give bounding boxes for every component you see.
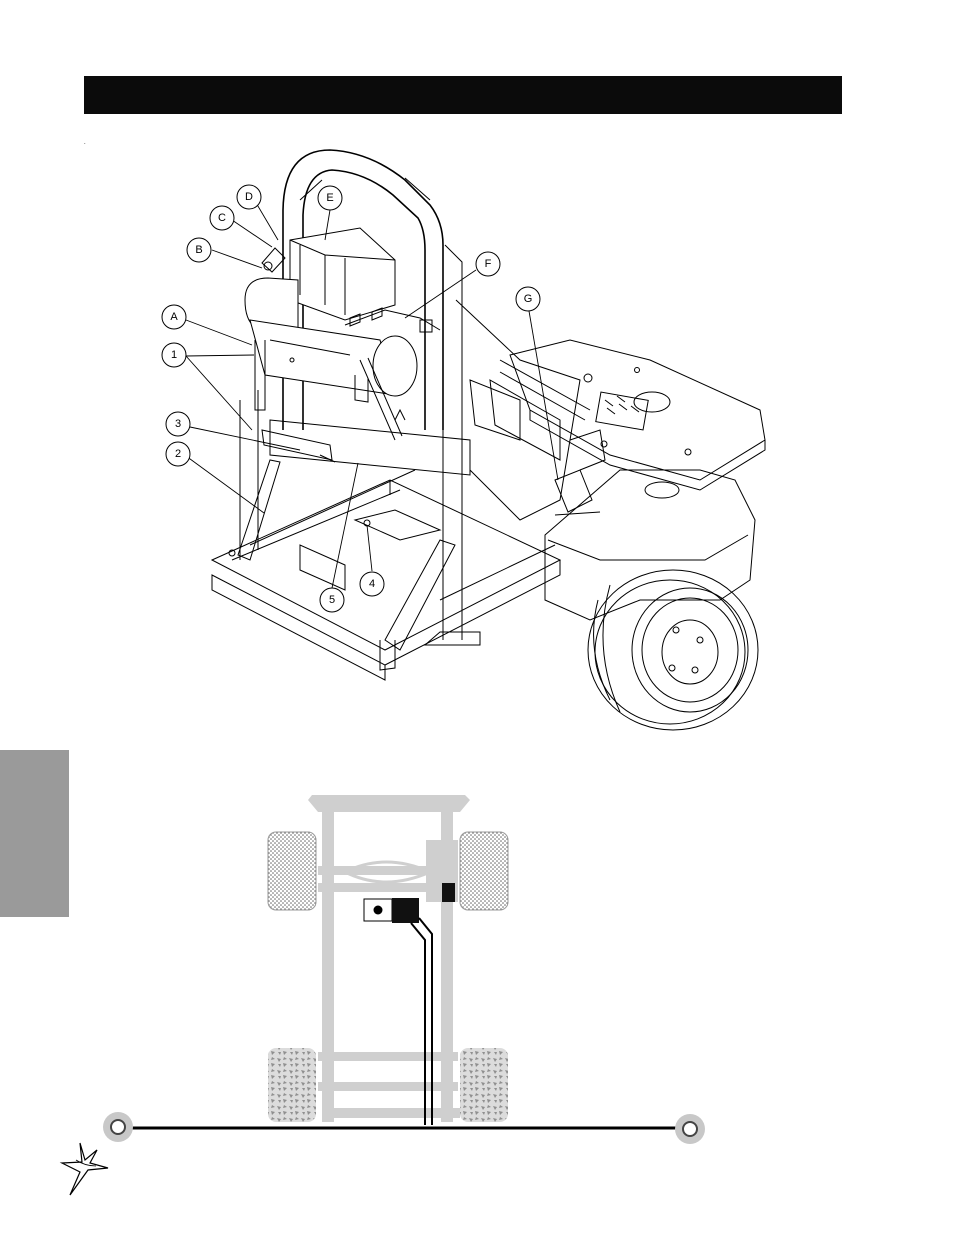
callout-4-label: 4 bbox=[369, 578, 375, 590]
tank-assembly bbox=[245, 228, 440, 402]
callout-G-label: G bbox=[524, 293, 533, 305]
callout-5-label: 5 bbox=[329, 594, 335, 606]
boom-left-nozzle bbox=[103, 1112, 133, 1142]
rear-tire bbox=[588, 570, 758, 730]
front-left-tire bbox=[268, 832, 316, 910]
fender-body bbox=[545, 470, 755, 620]
star-burst-logo-icon bbox=[62, 1143, 108, 1195]
callout-2: 2 bbox=[166, 442, 190, 466]
callout-F: F bbox=[476, 252, 500, 276]
assembly-drawing: A B C D E F G 1 bbox=[162, 150, 765, 730]
valve-detail bbox=[555, 430, 607, 515]
callout-D-label: D bbox=[245, 191, 253, 203]
callout-C: C bbox=[210, 206, 234, 230]
boom-right-nozzle bbox=[675, 1114, 705, 1144]
rear-deck bbox=[510, 340, 765, 490]
roll-bar bbox=[283, 150, 480, 645]
rear-left-tire bbox=[268, 1048, 316, 1122]
rear-right-tire bbox=[460, 1048, 508, 1122]
callout-E-label: E bbox=[326, 192, 333, 204]
callout-3-label: 3 bbox=[175, 418, 181, 430]
callout-B: B bbox=[187, 238, 211, 262]
callout-A: A bbox=[162, 305, 186, 329]
callout-4: 4 bbox=[360, 572, 384, 596]
callout-G: G bbox=[516, 287, 540, 311]
callout-2-label: 2 bbox=[175, 448, 181, 460]
callout-1: 1 bbox=[162, 343, 186, 367]
tank-box bbox=[364, 898, 419, 923]
callout-1-label: 1 bbox=[171, 349, 177, 361]
pump-box bbox=[442, 883, 455, 902]
schematic-chassis bbox=[308, 795, 470, 1122]
callout-F-label: F bbox=[485, 258, 492, 270]
callout-3: 3 bbox=[166, 412, 190, 436]
callout-E: E bbox=[318, 186, 342, 210]
callout-B-label: B bbox=[195, 244, 202, 256]
top-view-schematic bbox=[103, 795, 705, 1144]
front-right-tire bbox=[460, 832, 508, 910]
callout-C-label: C bbox=[218, 212, 226, 224]
boom-hoses bbox=[118, 918, 690, 1128]
callout-5: 5 bbox=[320, 588, 344, 612]
callout-D: D bbox=[237, 185, 261, 209]
callout-A-label: A bbox=[170, 311, 178, 323]
